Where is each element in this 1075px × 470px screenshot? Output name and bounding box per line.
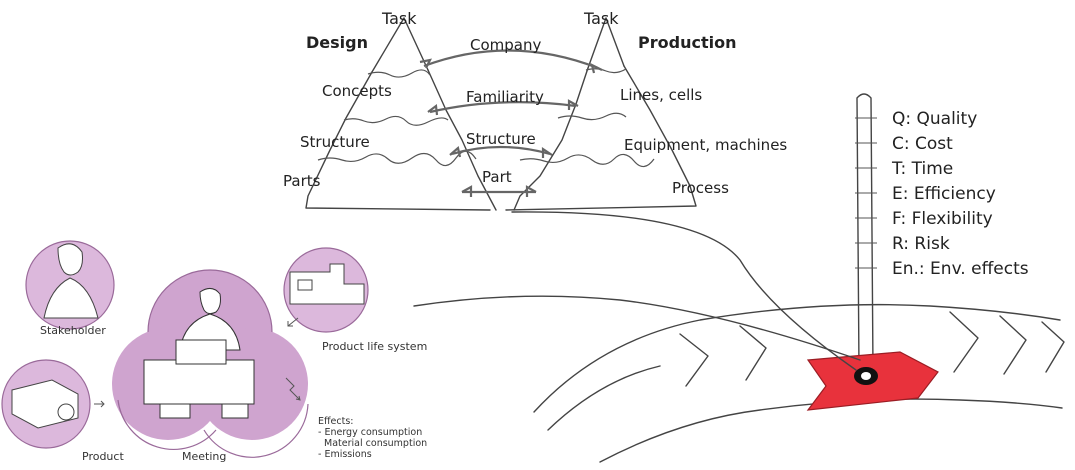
- connector-pyramid-to-road: [511, 211, 857, 371]
- effect-emissions: - Emissions: [318, 449, 372, 460]
- design-level-parts: Parts: [283, 172, 321, 190]
- link-company: Company: [470, 36, 541, 54]
- criteria-list: Q: Quality C: Cost T: Time E: Efficiency…: [891, 109, 1029, 279]
- effects-title: Effects:: [318, 416, 354, 427]
- production-level-equipment: Equipment, machines: [624, 136, 787, 154]
- production-level-process: Process: [672, 179, 729, 197]
- connector-life-system-to-road: [413, 295, 861, 361]
- link-structure: Structure: [466, 130, 536, 148]
- production-level-lines: Lines, cells: [620, 86, 702, 104]
- link-part: Part: [482, 168, 512, 186]
- thermometer: [855, 93, 877, 371]
- criterion-quality: Q: Quality: [892, 109, 977, 129]
- link-arrows: [419, 49, 603, 197]
- design-apex-label: Task: [381, 9, 417, 28]
- product-label: Product: [82, 450, 124, 463]
- effect-material: Material consumption: [318, 438, 427, 449]
- design-level-structure: Structure: [300, 133, 370, 151]
- production-apex-label: Task: [583, 9, 619, 28]
- design-title: Design: [306, 33, 368, 52]
- criterion-efficiency: E: Efficiency: [892, 184, 996, 204]
- effect-energy: - Energy consumption: [318, 427, 422, 438]
- road: [533, 303, 1065, 463]
- meeting-trefoil: [112, 269, 309, 458]
- design-pyramid: [305, 17, 497, 211]
- criterion-risk: R: Risk: [892, 234, 950, 254]
- criterion-flexibility: F: Flexibility: [892, 209, 993, 229]
- life-system-figure: Stakeholder Product Meeting P: [1, 240, 427, 463]
- effects-arrow-icon: [285, 377, 301, 401]
- stakeholder-label: Stakeholder: [40, 324, 106, 337]
- design-level-concepts: Concepts: [322, 82, 392, 100]
- link-familiarity: Familiarity: [466, 88, 544, 106]
- production-title: Production: [638, 33, 736, 52]
- production-pyramid: [505, 17, 697, 211]
- meeting-label: Meeting: [182, 450, 226, 463]
- product-life-system-label: Product life system: [322, 340, 427, 353]
- criterion-env-effects: En.: Env. effects: [892, 259, 1029, 279]
- criterion-time: T: Time: [891, 159, 953, 179]
- criterion-cost: C: Cost: [892, 134, 953, 154]
